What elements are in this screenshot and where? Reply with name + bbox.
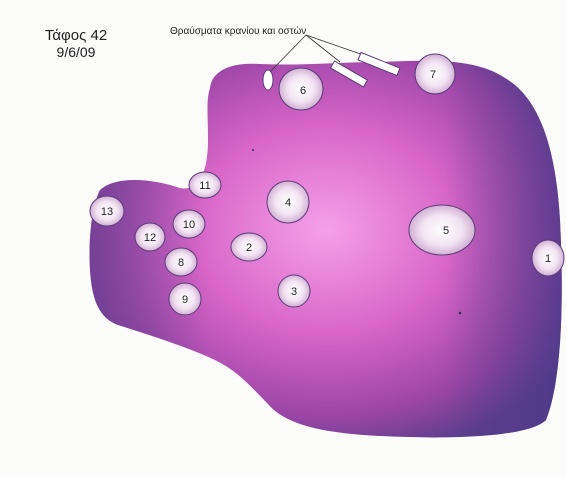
marker-13: 13	[90, 196, 124, 226]
marker-label: 2	[246, 242, 252, 254]
marker-4: 4	[267, 181, 309, 223]
marker-5: 5	[409, 205, 475, 255]
speck	[459, 312, 462, 315]
marker-label: 11	[199, 180, 210, 192]
skull-fragment	[263, 70, 273, 90]
marker-3: 3	[278, 275, 310, 307]
marker-label: 13	[101, 206, 113, 218]
marker-7: 7	[415, 54, 455, 94]
marker-2: 2	[231, 233, 267, 261]
marker-label: 10	[183, 219, 195, 231]
speck	[252, 149, 254, 151]
tomb-title: Τάφος 42	[28, 27, 124, 44]
fragments-annotation: Θραύσματα κρανίου και οστών	[170, 26, 306, 37]
marker-10: 10	[173, 210, 205, 238]
marker-label: 3	[291, 286, 297, 298]
marker-label: 4	[285, 197, 291, 209]
tomb-date: 9/6/09	[28, 44, 124, 60]
pit-edge-shading	[89, 61, 561, 438]
marker-label: 1	[545, 253, 551, 265]
marker-label: 9	[182, 294, 188, 306]
marker-label: 7	[430, 69, 436, 81]
marker-label: 8	[178, 257, 184, 269]
marker-1: 1	[532, 240, 564, 276]
marker-11: 11	[189, 172, 221, 198]
marker-label: 5	[443, 225, 449, 237]
marker-8: 8	[165, 248, 197, 276]
leader-line	[306, 35, 340, 62]
marker-9: 9	[169, 283, 201, 315]
marker-6: 6	[279, 68, 323, 110]
marker-label: 12	[144, 232, 156, 244]
marker-label: 6	[300, 85, 306, 97]
marker-12: 12	[135, 223, 165, 251]
